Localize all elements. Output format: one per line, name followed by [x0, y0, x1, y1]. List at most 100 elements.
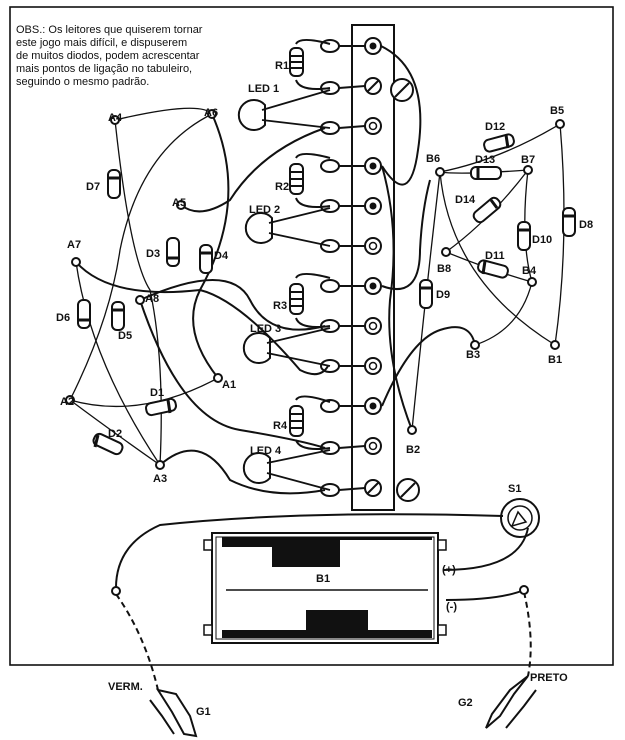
diode-label: D14	[455, 194, 476, 206]
point-label: A3	[153, 473, 167, 485]
point-b3[interactable]: B3	[466, 340, 480, 361]
led-label: LED 4	[250, 445, 282, 457]
diode-d6: D6	[56, 299, 91, 329]
point-a8[interactable]: A8	[135, 293, 159, 305]
point-b2[interactable]: B2	[406, 425, 420, 456]
clip-label: G2	[458, 697, 473, 709]
wiring-a-section	[69, 107, 329, 495]
point-label: B8	[437, 263, 451, 275]
terminal-screw	[364, 197, 382, 215]
diode-label: D9	[436, 289, 450, 301]
note-line: mais pontos de ligação no tabuleiro,	[16, 63, 192, 75]
mounting-screw	[396, 478, 420, 502]
terminal-screw	[364, 397, 382, 415]
point-a6[interactable]: A6	[204, 107, 218, 119]
strip-right-wires	[380, 45, 476, 431]
diode-d9: D9	[419, 279, 450, 309]
resistor-label: R2	[275, 181, 289, 193]
diode-label: D7	[86, 181, 100, 193]
point-label: A2	[60, 396, 74, 408]
battery-label: B1	[316, 573, 330, 585]
terminal-screw	[364, 479, 382, 497]
diode-d12: D12	[483, 121, 515, 153]
terminal-screw	[364, 277, 382, 295]
battery-holder: B1 (+) (-)	[203, 532, 457, 644]
point-a7[interactable]: A7	[67, 239, 81, 267]
point-a2[interactable]: A2	[60, 395, 75, 408]
resistor-label: R4	[273, 420, 288, 432]
diode-label: D2	[108, 428, 122, 440]
point-label: A1	[222, 379, 236, 391]
red-wire-label: VERM.	[108, 681, 143, 693]
diode-d5: D5	[111, 301, 132, 342]
diode-label: D8	[579, 219, 593, 231]
terminal-screw	[364, 357, 382, 375]
point-a1[interactable]: A1	[213, 373, 236, 391]
point-a3[interactable]: A3	[153, 460, 167, 485]
point-label: B3	[466, 349, 480, 361]
diode-d7: D7	[86, 169, 121, 199]
terminal-strip	[351, 24, 395, 511]
resistor-r2: R2	[275, 153, 331, 208]
led-2: LED 2	[244, 204, 331, 247]
diode-d13: D13	[470, 154, 502, 180]
terminal-screw	[364, 237, 382, 255]
resistor-r3: R3	[273, 273, 331, 328]
led-label: LED 1	[248, 83, 279, 95]
battery-minus-label: (-)	[446, 601, 457, 613]
diode-d4: D4	[199, 244, 229, 274]
note-line: OBS.: Os leitores que quiserem tornar	[16, 24, 203, 36]
point-a5[interactable]: A5	[172, 197, 186, 210]
resistor-r1: R1	[275, 39, 331, 90]
point-label: B1	[548, 354, 562, 366]
diode-d11: D11	[477, 250, 509, 279]
board-outline	[9, 6, 614, 666]
diode-label: D5	[118, 330, 132, 342]
clip-g1[interactable]: G1	[149, 688, 211, 738]
diode-d1: D1	[145, 387, 177, 417]
clip-label: G1	[196, 706, 211, 718]
resistor-r4: R4	[273, 395, 331, 450]
diode-d14: D14	[455, 194, 502, 224]
switch-s1[interactable]: S1	[500, 483, 540, 538]
black-wire-label: PRETO	[530, 672, 568, 684]
diode-d3: D3	[146, 237, 180, 267]
note-line: de muitos diodos, podem acrescentar	[16, 50, 200, 62]
point-b4[interactable]: B4	[522, 265, 537, 287]
point-b5[interactable]: B5	[550, 105, 565, 129]
point-a4[interactable]: A4	[108, 112, 123, 125]
point-label: B2	[406, 444, 420, 456]
terminal-screw	[364, 117, 382, 135]
power-wires	[111, 513, 532, 691]
diode-label: D11	[485, 250, 505, 262]
point-b7[interactable]: B7	[521, 154, 535, 175]
diode-label: D1	[150, 387, 164, 399]
diode-label: D12	[485, 121, 505, 133]
terminal-screw	[364, 437, 382, 455]
diode-label: D10	[532, 234, 552, 246]
point-label: B6	[426, 153, 440, 165]
terminal-screw	[364, 77, 382, 95]
point-label: B4	[522, 265, 537, 277]
diode-label: D6	[56, 312, 70, 324]
resistor-label: R3	[273, 300, 287, 312]
led-1: LED 1	[237, 83, 331, 131]
point-label: A6	[204, 107, 218, 119]
point-b6[interactable]: B6	[426, 153, 445, 177]
led-4: LED 4	[242, 445, 331, 491]
diode-d10: D10	[517, 221, 552, 251]
diode-label: D3	[146, 248, 160, 260]
diode-d2: D2	[92, 428, 124, 456]
diode-d8: D8	[562, 207, 593, 237]
point-b1[interactable]: B1	[548, 340, 562, 366]
clip-g2[interactable]: G2	[458, 675, 537, 729]
point-b8[interactable]: B8	[437, 247, 451, 275]
point-label: A7	[67, 239, 81, 251]
resistor-label: R1	[275, 60, 289, 72]
point-label: B7	[521, 154, 535, 166]
terminal-screw	[364, 37, 382, 55]
led-label: LED 2	[249, 204, 280, 216]
note-line: seguindo o mesmo padrão.	[16, 76, 149, 88]
point-label: A5	[172, 197, 186, 209]
